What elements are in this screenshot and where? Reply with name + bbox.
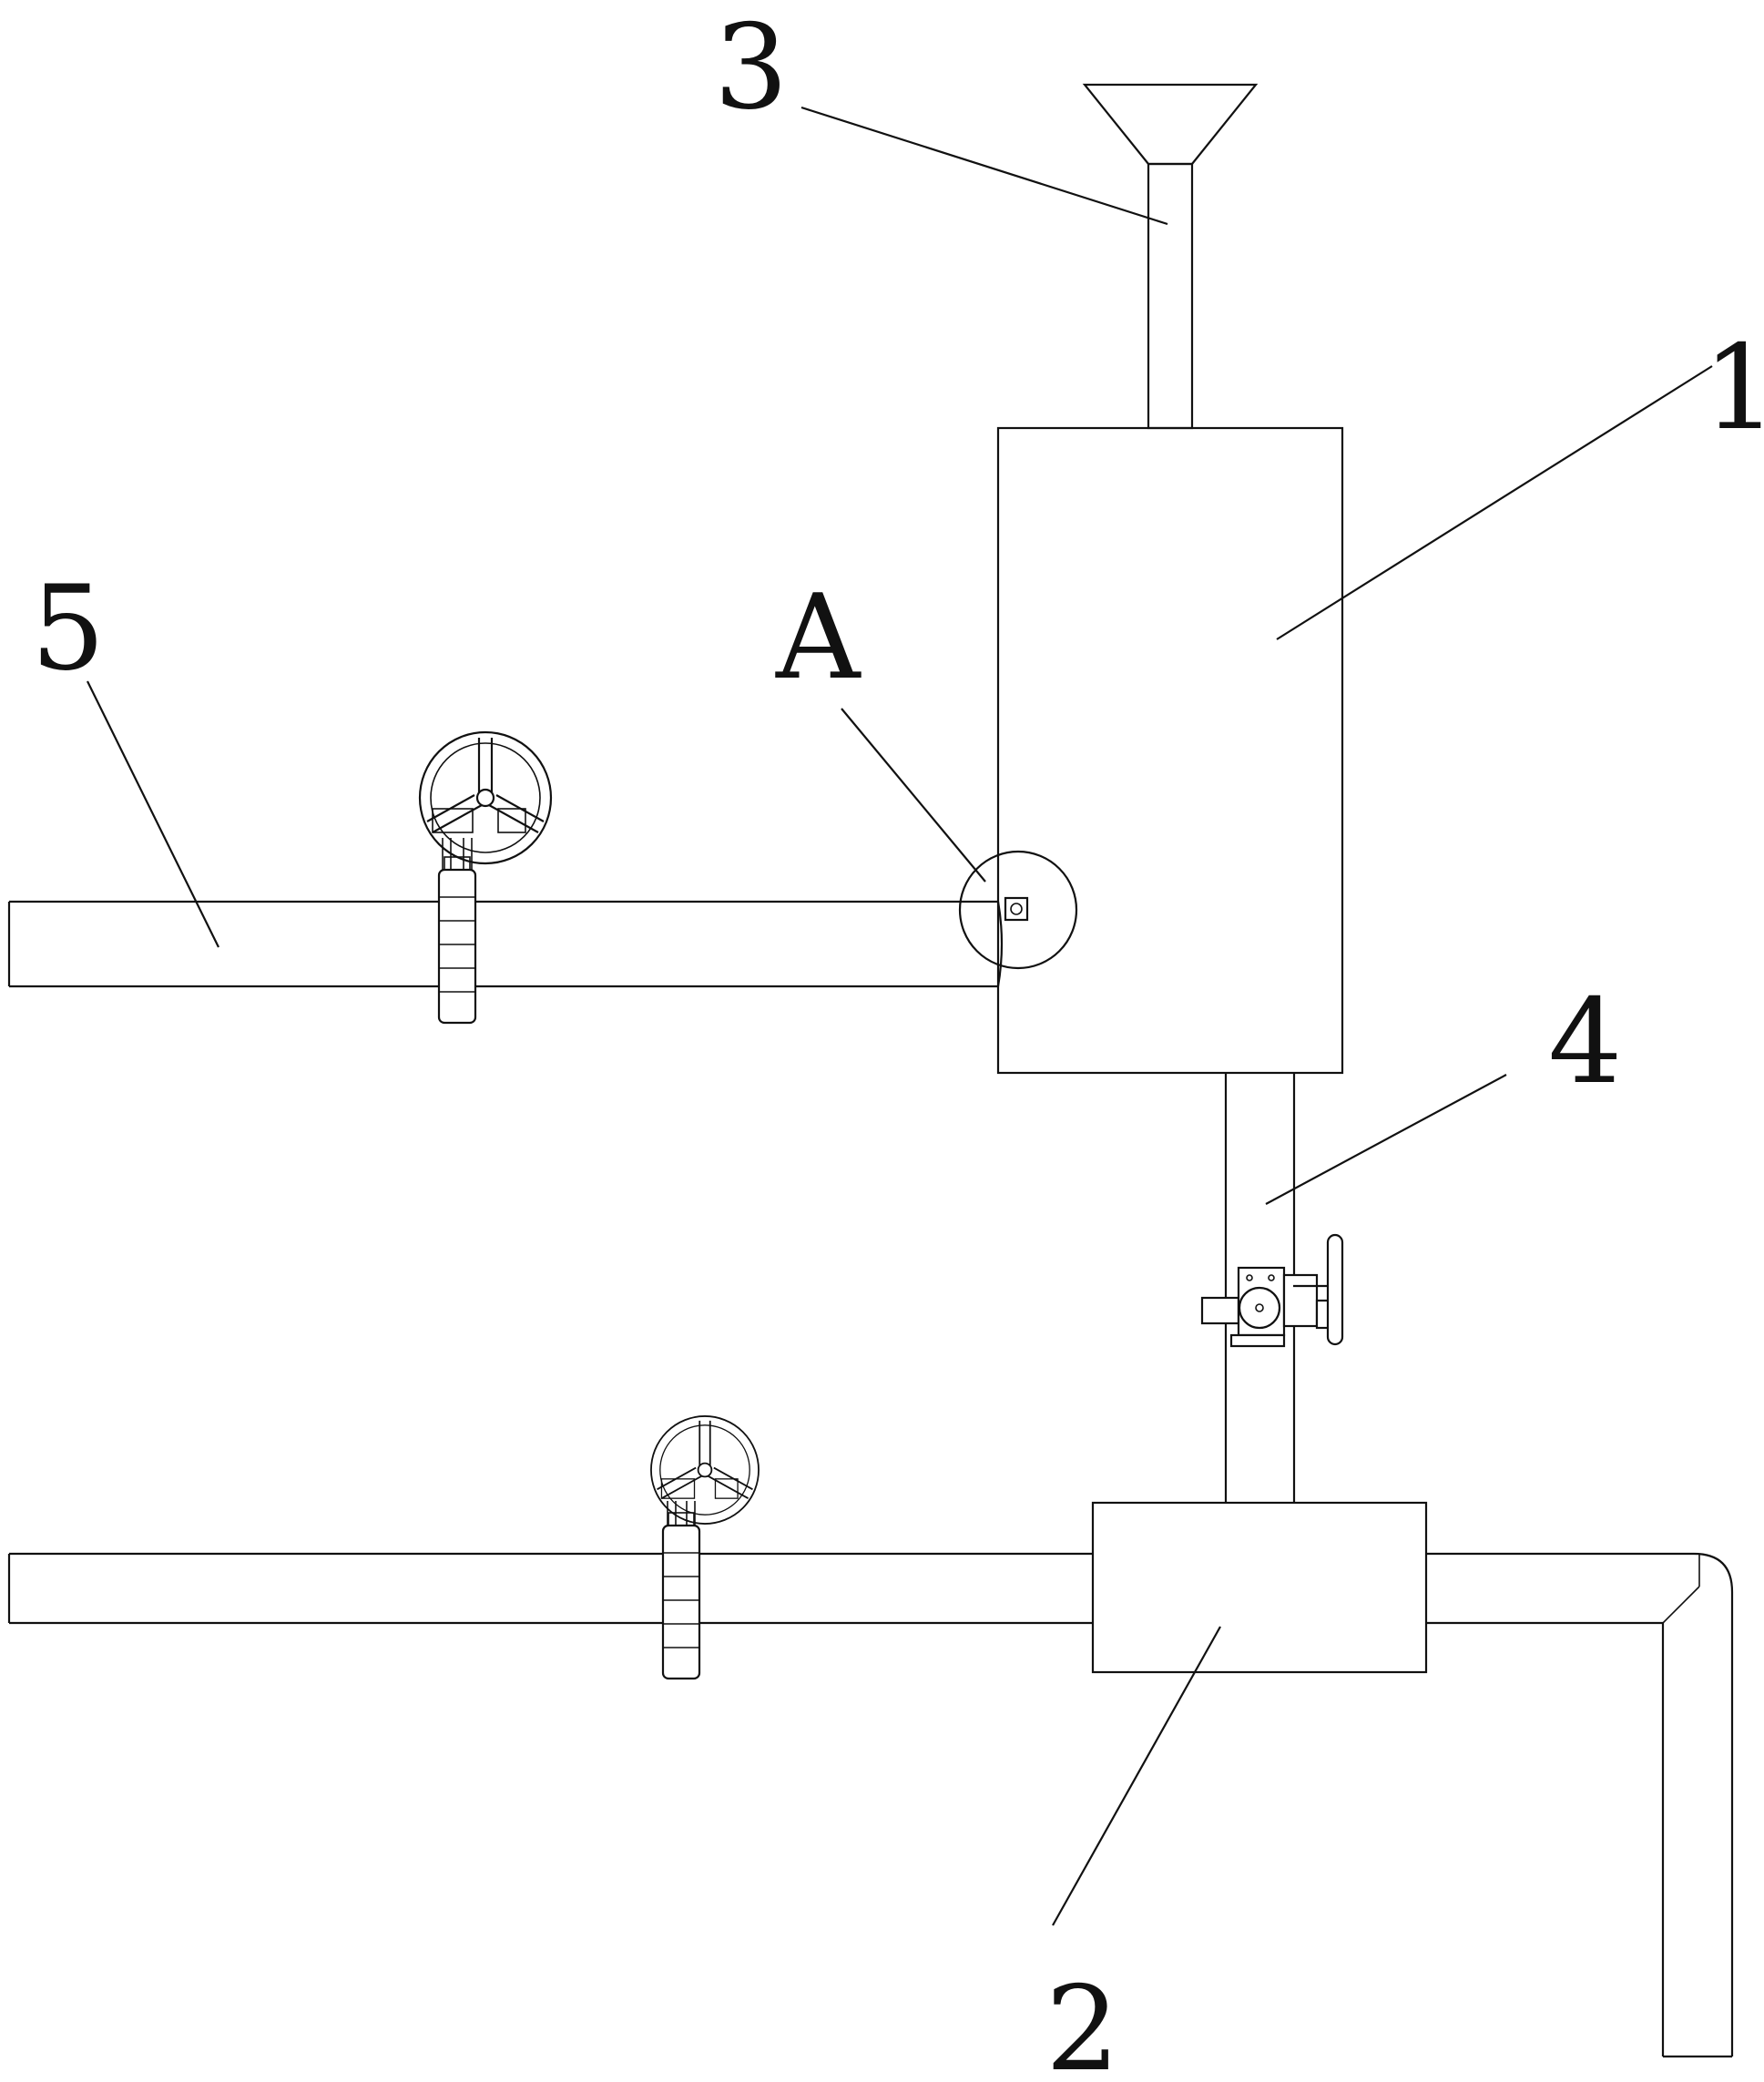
label-4: 4: [1548, 975, 1622, 1110]
mixer-body: [1091, 1501, 1428, 1674]
tank-body: [996, 426, 1344, 1075]
leader-lines: [87, 106, 1713, 1926]
leader-3: [800, 106, 1168, 226]
leader-4: [1265, 1074, 1507, 1205]
funnel: [1082, 83, 1259, 166]
lower-pipe: [7, 1552, 1093, 1625]
label-a: A: [775, 570, 862, 706]
label-2: 2: [1045, 1962, 1119, 2082]
label-1: 1: [1703, 321, 1764, 456]
connecting-valve: [1200, 1233, 1344, 1348]
inlet-pipe: [7, 900, 998, 988]
leader-2: [1052, 1626, 1221, 1926]
leader-a: [841, 708, 986, 883]
inlet-valve: [418, 730, 553, 1025]
detail-circle-a: [958, 850, 1078, 987]
label-3: 3: [714, 0, 788, 136]
leader-1: [1276, 365, 1713, 640]
outlet-pipe: [1426, 1552, 1734, 2058]
leader-5: [87, 680, 219, 948]
lower-valve: [650, 1415, 760, 1680]
label-5: 5: [31, 561, 105, 697]
feed-pipe: [1147, 162, 1194, 430]
